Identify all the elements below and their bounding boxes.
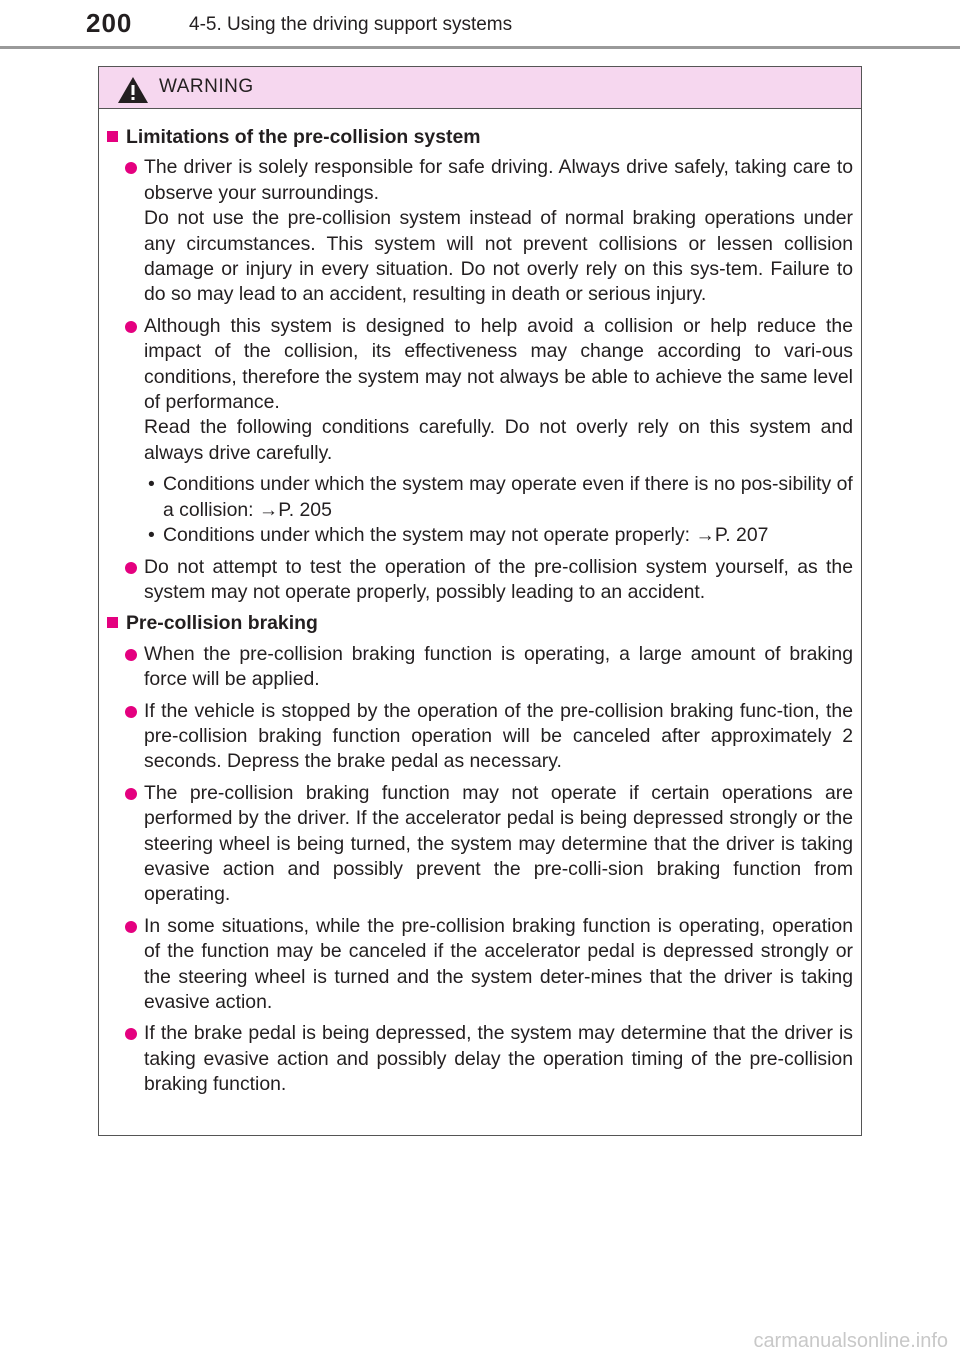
reference-text: Conditions under which the system may no… [163,524,769,547]
square-bullet-icon [107,131,118,142]
warning-title: WARNING [159,76,254,97]
warning-box: WARNING Limitations of the pre-collision… [98,66,862,1136]
circle-bullet-icon [125,787,137,800]
reference-item: • Conditions under which the system may … [148,524,769,547]
reference-text: Conditions under which the system may op… [163,473,853,521]
item-text: Read the following conditions carefully.… [144,416,853,464]
item-text: If the brake pedal is being depressed, t… [144,1022,853,1096]
circle-bullet-icon [125,320,137,333]
list-item: The driver is solely responsible for saf… [107,155,853,307]
warning-triangle-icon [118,77,148,103]
circle-bullet-icon [125,561,137,574]
circle-bullet-icon [125,705,137,718]
topic-heading: Pre-collision braking [107,611,853,636]
item-text: Do not use the pre-collision system inst… [144,207,853,306]
item-text: Do not attempt to test the operation of … [144,555,853,603]
page-header: 200 4-5. Using the driving support syste… [0,0,960,50]
circle-bullet-icon [125,920,137,933]
warning-body: Limitations of the pre-collision system … [107,125,853,1104]
topic-heading: Limitations of the pre-collision system [107,125,853,150]
list-item: In some situations, while the pre-collis… [107,914,853,1016]
list-item: When the pre-collision braking function … [107,642,853,693]
item-text: Although this system is designed to help… [144,314,853,414]
watermark: carmanualsonline.info [753,1330,948,1352]
square-bullet-icon [107,617,118,629]
item-text: If the vehicle is stopped by the operati… [144,699,853,773]
list-item: Although this system is designed to help… [107,314,853,466]
circle-bullet-icon [125,1028,137,1041]
section-title: 4-5. Using the driving support systems [189,14,513,35]
list-item: If the vehicle is stopped by the operati… [107,699,853,775]
list-item: Do not attempt to test the operation of … [107,555,853,606]
header-divider [0,46,960,49]
page-number: 200 [86,8,133,38]
circle-bullet-icon [125,162,137,175]
circle-bullet-icon [125,648,137,661]
item-text: The driver is solely responsible for saf… [144,156,853,204]
list-item: If the brake pedal is being depressed, t… [107,1021,853,1097]
reference-item: • Conditions under which the system may … [148,473,853,521]
item-text: When the pre-collision braking function … [144,642,853,691]
item-text: The pre-collision braking function may n… [144,781,853,906]
item-text: In some situations, while the pre-collis… [144,914,853,1013]
list-item: The pre-collision braking function may n… [107,781,853,908]
warning-header: WARNING [99,67,861,109]
